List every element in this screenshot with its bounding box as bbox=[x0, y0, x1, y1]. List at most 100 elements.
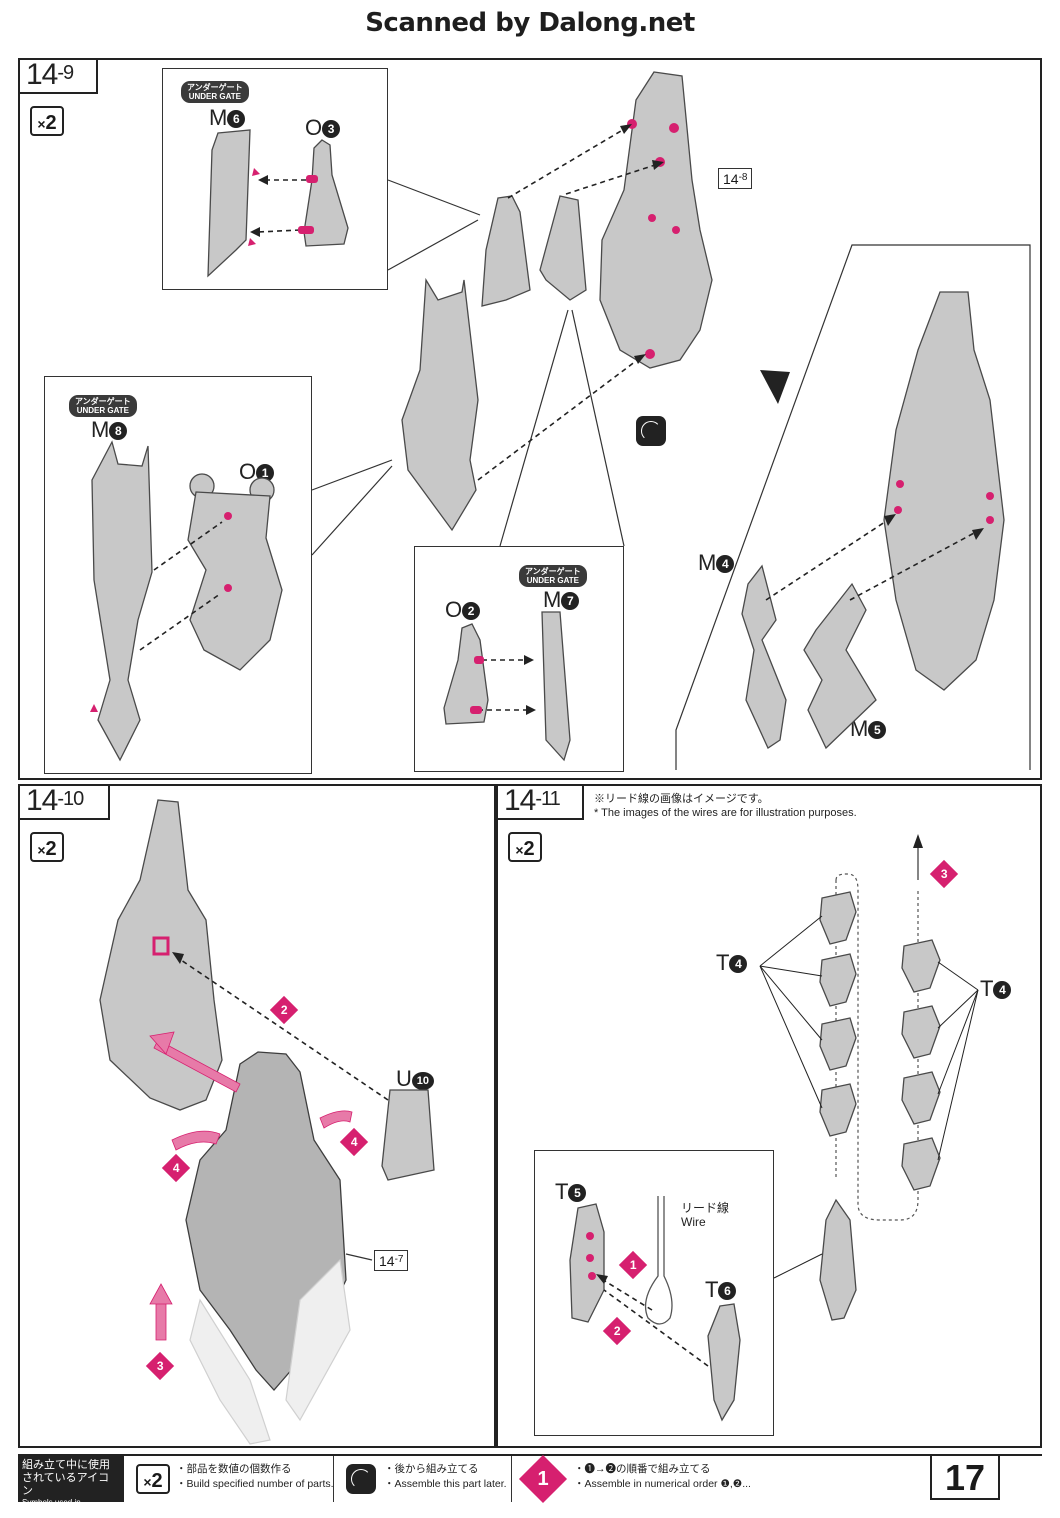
t4-pieces-left bbox=[819, 891, 857, 1137]
multiplier-badge: ×2 bbox=[30, 832, 64, 862]
part-o2-shape bbox=[443, 623, 489, 725]
step-sub-number: 9 bbox=[63, 62, 74, 84]
part-number-badge: 4 bbox=[993, 981, 1012, 999]
multiplier-value: 2 bbox=[45, 838, 57, 860]
under-gate-jp: アンダーゲート bbox=[525, 567, 581, 576]
step-14-9-illustration bbox=[90, 71, 1031, 770]
legend-title-jp-1: 組み立て中に使用 bbox=[22, 1459, 110, 1471]
part-number-badge: 6 bbox=[227, 110, 246, 128]
t4-pieces-right bbox=[901, 939, 941, 1191]
wire-label-jp: リード線 bbox=[681, 1201, 730, 1215]
part-shape-long bbox=[401, 277, 479, 532]
wire-loop-shape bbox=[644, 1196, 673, 1325]
part-m8-shape bbox=[91, 440, 153, 762]
step-14-11-frame bbox=[496, 784, 1042, 1448]
part-number-badge: 7 bbox=[561, 592, 580, 610]
note-en: * The images of the wires are for illust… bbox=[594, 807, 857, 819]
part-m7-shape bbox=[541, 611, 571, 762]
flip-arrow-icon bbox=[760, 370, 790, 404]
step-14-9-label-box bbox=[20, 60, 98, 94]
wire-label-en: Wire bbox=[681, 1215, 706, 1229]
under-gate-en: UNDER GATE bbox=[526, 576, 579, 585]
part-t6-shape bbox=[707, 1303, 741, 1422]
legend-title: 組み立て中に使用 されているアイコン Symbols used in instr… bbox=[18, 1456, 124, 1517]
under-gate-badge: アンダーゲート UNDER GATE bbox=[181, 81, 249, 103]
step-main-number: 14 bbox=[26, 784, 58, 817]
part-o3-shape bbox=[303, 139, 349, 247]
under-gate-jp: アンダーゲート bbox=[187, 83, 243, 92]
step-14-9-number: 14-9 bbox=[26, 58, 74, 91]
step-14-11-label-box bbox=[498, 786, 584, 820]
order-icon: 1 bbox=[518, 1454, 568, 1504]
scanner-credit: Scanned by Dalong.net bbox=[365, 8, 695, 38]
legend-cell-order: 1 ・❶→❷の順番で組み立てる・Assemble in numerical or… bbox=[512, 1454, 762, 1504]
part-o1-shape bbox=[187, 473, 283, 671]
part-shape-small-a bbox=[481, 195, 531, 307]
multiplier-badge: ×2 bbox=[30, 106, 64, 136]
multiplier-icon: ×2 bbox=[136, 1464, 170, 1494]
multiplier-value: 2 bbox=[523, 838, 535, 860]
ghost-lower-shape bbox=[189, 1258, 351, 1445]
legend-text-multiplier: ・部品を数値の個数作る・Build specified number of pa… bbox=[176, 1463, 334, 1490]
legend-text-later: ・後から組み立てる・Assemble this part later. bbox=[384, 1463, 507, 1490]
part-t5-shape bbox=[569, 1203, 605, 1323]
legend-cell-later: ・後から組み立てる・Assemble this part later. bbox=[334, 1456, 512, 1502]
assemble-later-icon bbox=[346, 1464, 376, 1494]
step-sub-number: 11 bbox=[541, 788, 561, 810]
direction-arrows bbox=[149, 1031, 353, 1341]
reference-14-7: 14-7 bbox=[374, 1250, 409, 1271]
part-u10-shape bbox=[381, 1089, 435, 1181]
legend-text-order: ・❶→❷の順番で組み立てる・Assemble in numerical orde… bbox=[574, 1463, 751, 1490]
part-number-badge: 2 bbox=[462, 602, 481, 620]
callout-lines bbox=[311, 179, 1031, 770]
step-14-11-number: 14-11 bbox=[504, 784, 561, 817]
part-number-badge: 5 bbox=[568, 1184, 587, 1202]
part-number-badge: 4 bbox=[716, 555, 735, 573]
step-sub-number: 10 bbox=[63, 788, 84, 810]
step-main-number: 14 bbox=[504, 784, 536, 817]
step-14-9-frame bbox=[18, 58, 1042, 780]
part-number-badge: 8 bbox=[109, 422, 128, 440]
step-main-number: 14 bbox=[26, 58, 58, 91]
legend-title-en: Symbols used in instructions bbox=[22, 1498, 81, 1517]
assembled-preview-shape bbox=[883, 291, 1005, 691]
wire-illustration-note: ※リード線の画像はイメージです。 * The images of the wir… bbox=[594, 792, 857, 820]
assemble-later-icon bbox=[636, 416, 666, 446]
under-gate-jp: アンダーゲート bbox=[75, 397, 131, 406]
under-gate-badge: アンダーゲート UNDER GATE bbox=[519, 565, 587, 587]
part-m6-shape bbox=[207, 129, 251, 278]
legend-cell-multiplier: ×2 ・部品を数値の個数作る・Build specified number of… bbox=[124, 1456, 334, 1502]
under-gate-badge: アンダーゲート UNDER GATE bbox=[69, 395, 137, 417]
under-gate-en: UNDER GATE bbox=[188, 92, 241, 101]
footer-legend: 組み立て中に使用 されているアイコン Symbols used in instr… bbox=[18, 1454, 1042, 1517]
part-number-badge: 5 bbox=[868, 721, 887, 739]
part-14-8-shape bbox=[599, 71, 713, 369]
part-number-badge: 3 bbox=[322, 120, 341, 138]
part-number-badge: 10 bbox=[411, 1072, 434, 1090]
step-14-10-number: 14-10 bbox=[26, 784, 84, 817]
assembly-arrows-top-inset bbox=[257, 179, 306, 233]
note-jp: ※リード線の画像はイメージです。 bbox=[594, 793, 769, 805]
step-14-10-label-box bbox=[20, 786, 110, 820]
legend-title-jp-2: されているアイコン bbox=[22, 1472, 110, 1497]
part-m4-shape bbox=[741, 564, 787, 749]
step-14-10-frame bbox=[18, 784, 496, 1448]
wire-label: リード線 Wire bbox=[681, 1201, 729, 1229]
multiplier-badge: ×2 bbox=[508, 832, 542, 862]
t-end-piece-shape bbox=[819, 1198, 857, 1321]
part-number-badge: 6 bbox=[718, 1282, 737, 1300]
